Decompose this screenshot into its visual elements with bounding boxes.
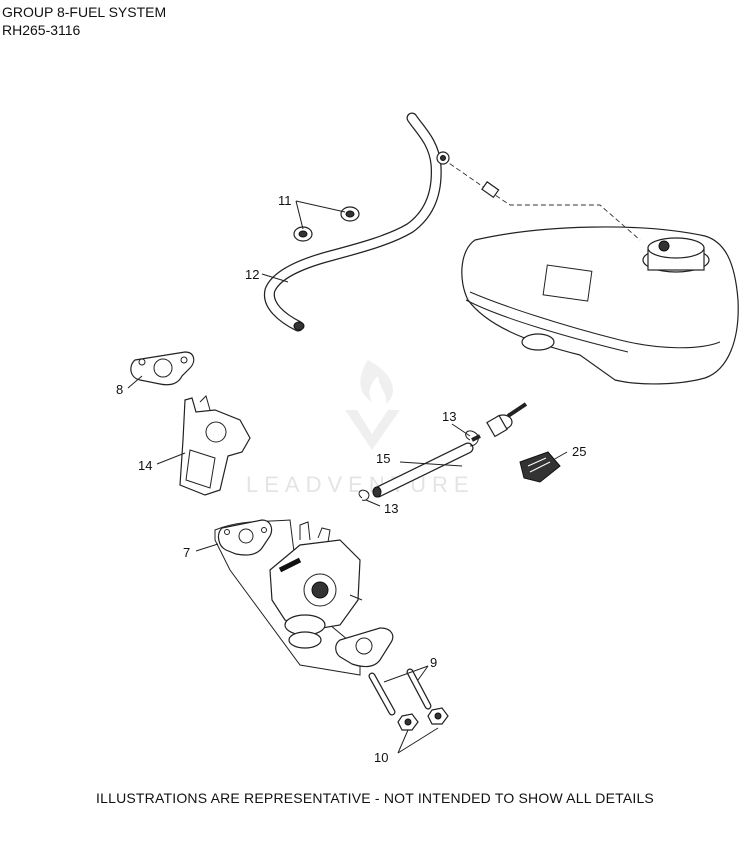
carburetor	[269, 521, 363, 649]
callout-12: 12	[245, 267, 259, 282]
callout-11: 11	[278, 193, 292, 208]
callout-25: 25	[572, 444, 586, 459]
callout-13-top: 13	[442, 409, 456, 424]
hex-nut	[397, 707, 449, 731]
callout-10: 10	[374, 750, 388, 765]
hose-routing-line	[429, 149, 641, 241]
fuel-tank	[461, 226, 739, 385]
mounting-stud	[368, 668, 432, 716]
diagram-title: GROUP 8-FUEL SYSTEM	[2, 4, 167, 20]
callout-13-bottom: 13	[384, 501, 398, 516]
carburetor-bracket	[179, 395, 251, 496]
fuel-line	[372, 442, 474, 498]
callout-7: 7	[183, 545, 190, 560]
valve-knob	[519, 451, 561, 483]
hose-clamp-top	[436, 151, 450, 165]
leader-lines	[127, 200, 568, 754]
disclaimer-footer: ILLUSTRATIONS ARE REPRESENTATIVE - NOT I…	[96, 790, 654, 806]
model-number: RH265-3116	[2, 22, 81, 38]
watermark-logo	[345, 360, 400, 450]
callout-9: 9	[430, 655, 437, 670]
callout-14: 14	[138, 458, 152, 473]
watermark-text: LEADVENTURE	[246, 472, 475, 497]
hose-clamp	[293, 206, 360, 242]
callout-8: 8	[116, 382, 123, 397]
callout-15: 15	[376, 451, 390, 466]
insulator-gasket	[335, 627, 394, 668]
gasket-7	[217, 519, 273, 556]
gasket-8	[130, 351, 195, 386]
inline-fitting	[481, 181, 500, 199]
hose-clip	[358, 430, 479, 501]
carburetor-assembly-frame	[214, 519, 361, 676]
fuel-hose	[263, 112, 442, 332]
fuel-valve	[471, 402, 528, 442]
